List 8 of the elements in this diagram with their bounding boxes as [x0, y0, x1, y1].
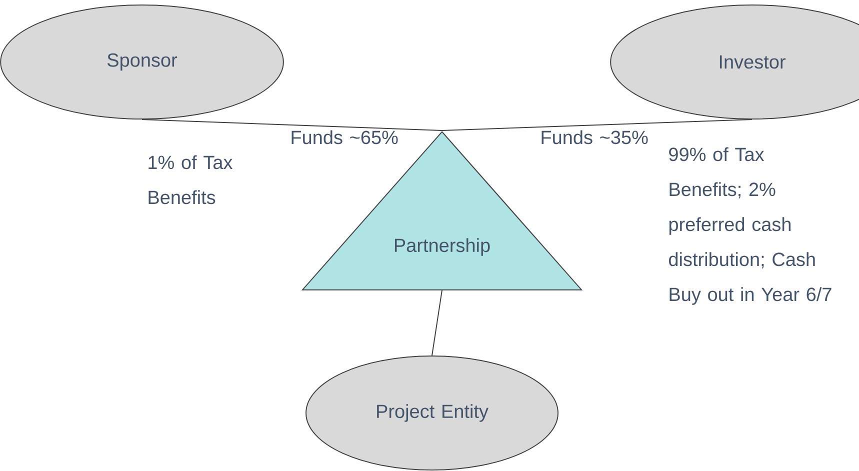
connector-line: [142, 119, 442, 131]
annotation-text: 1% of Tax Benefits: [148, 155, 233, 204]
ellipse-node: Investor: [610, 4, 859, 120]
connector-line: [442, 119, 752, 131]
annotation-text: 99% of Tax Benefits; 2% preferred cash distribution; Cash Buy out in Year 6/7: [669, 147, 832, 305]
ellipse-node: Sponsor: [0, 4, 284, 120]
ellipse-node: Project Entity: [306, 356, 558, 470]
connector-line: [432, 290, 442, 356]
